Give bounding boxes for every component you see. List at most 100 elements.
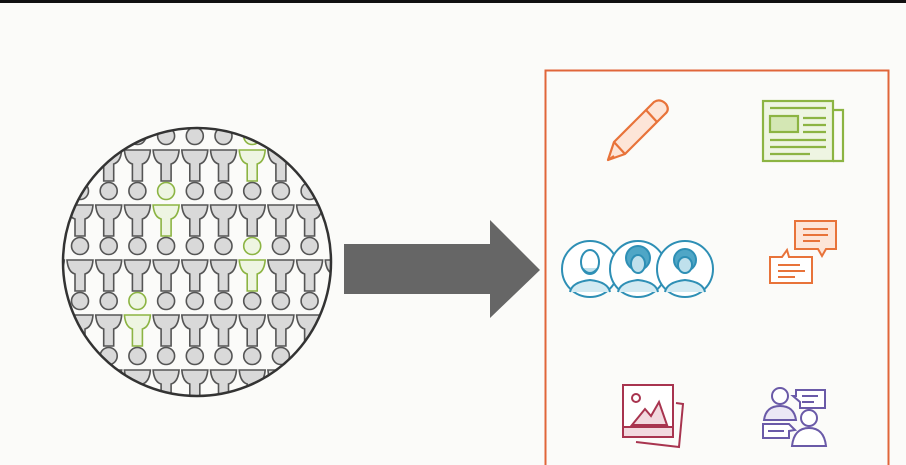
person <box>66 291 94 347</box>
person <box>152 346 180 396</box>
top-bar <box>0 0 906 3</box>
person <box>38 73 64 127</box>
person <box>324 181 331 237</box>
person <box>354 183 380 237</box>
person <box>10 73 36 127</box>
person <box>153 73 179 127</box>
person <box>354 73 380 127</box>
person <box>209 346 238 396</box>
person-highlighted <box>238 236 267 292</box>
person <box>324 128 331 182</box>
person <box>209 291 238 347</box>
person <box>238 346 267 396</box>
person <box>10 293 36 347</box>
person <box>268 73 294 127</box>
person <box>239 73 265 127</box>
person <box>152 291 180 347</box>
person <box>383 183 409 237</box>
person <box>267 181 295 237</box>
person <box>324 346 331 396</box>
person <box>66 181 94 237</box>
person <box>297 403 323 457</box>
person <box>267 128 295 182</box>
person <box>238 181 267 237</box>
avatar-woman-2 <box>656 240 714 298</box>
person <box>383 403 409 457</box>
person <box>124 403 150 457</box>
person <box>383 293 409 347</box>
person <box>295 346 324 396</box>
person <box>94 236 123 292</box>
person <box>63 204 66 237</box>
person <box>10 183 36 237</box>
person <box>211 73 237 127</box>
person <box>354 403 380 457</box>
person <box>324 291 331 347</box>
newspaper-icon <box>761 99 845 163</box>
person <box>383 348 409 402</box>
person <box>354 293 380 347</box>
people-avatars-icon <box>561 240 714 298</box>
person <box>66 346 94 396</box>
person <box>238 291 267 347</box>
chat-bubbles-icon <box>769 220 837 284</box>
person <box>63 314 66 347</box>
person <box>180 128 209 182</box>
people-conversation-icon <box>762 387 828 447</box>
person <box>267 291 295 347</box>
person <box>10 128 36 182</box>
person <box>10 238 36 292</box>
person <box>152 236 180 292</box>
pencil-icon <box>606 99 669 162</box>
image-gallery-icon <box>622 384 685 449</box>
person <box>180 236 209 292</box>
person <box>268 403 294 457</box>
person <box>297 73 323 127</box>
person <box>180 181 209 237</box>
person-highlighted <box>123 291 152 347</box>
person <box>211 403 237 457</box>
person <box>239 403 265 457</box>
person <box>67 73 93 127</box>
person <box>63 369 66 396</box>
person <box>182 403 208 457</box>
person <box>123 346 152 396</box>
person <box>66 236 94 292</box>
person <box>96 73 122 127</box>
person <box>153 403 179 457</box>
person <box>209 181 238 237</box>
person <box>209 128 238 182</box>
person <box>10 348 36 402</box>
person <box>123 181 152 237</box>
person <box>124 73 150 127</box>
person <box>123 128 152 182</box>
person <box>354 348 380 402</box>
crowd-circle-outline <box>61 126 333 398</box>
person <box>267 236 295 292</box>
avatar-man <box>561 240 619 298</box>
person <box>63 259 66 292</box>
person <box>94 291 123 347</box>
person <box>66 128 94 182</box>
person <box>295 128 324 182</box>
person <box>354 128 380 182</box>
person-highlighted <box>152 181 180 237</box>
person <box>325 73 351 127</box>
person <box>67 403 93 457</box>
person <box>96 403 122 457</box>
person <box>325 403 351 457</box>
arrow-right <box>344 220 540 318</box>
person <box>180 346 209 396</box>
person <box>38 403 64 457</box>
person <box>182 73 208 127</box>
person <box>123 236 152 292</box>
person <box>209 236 238 292</box>
person <box>383 128 409 182</box>
person <box>180 291 209 347</box>
output-box <box>544 69 890 465</box>
person <box>10 403 36 457</box>
avatar-woman-1 <box>609 240 667 298</box>
person <box>63 149 66 182</box>
person <box>383 73 409 127</box>
